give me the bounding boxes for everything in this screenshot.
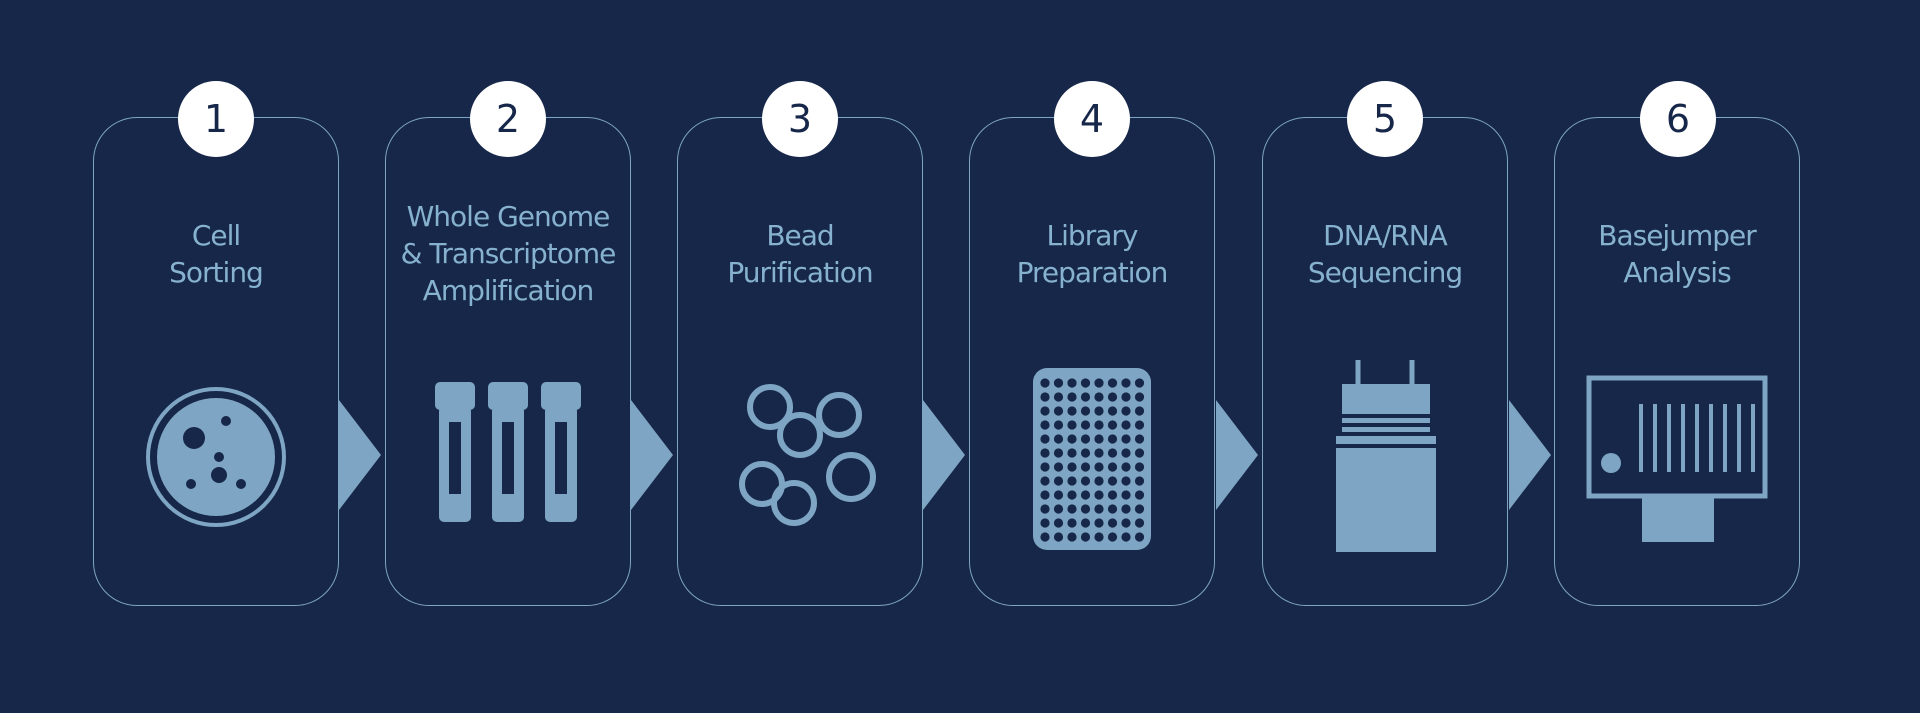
beads-icon <box>739 384 876 526</box>
step-label-3: Bead Purification <box>677 217 923 291</box>
step-label-2-line-2: & Transcriptome <box>400 237 617 270</box>
flow-arrow-2 <box>631 400 673 510</box>
step-label-3-line-2: Purification <box>727 256 873 289</box>
step-label-2-line-3: Amplification <box>422 274 595 307</box>
step-label-6-line-1: Basejumper <box>1598 219 1757 252</box>
step-label-3-line-1: Bead <box>766 219 834 252</box>
step-number-badge-2: 2 <box>470 81 546 157</box>
step-number-badge-3: 3 <box>762 81 838 157</box>
step-label-1-line-2: Sorting <box>169 256 264 289</box>
step-label-2-line-1: Whole Genome <box>406 200 611 233</box>
step-label-4-line-1: Library <box>1046 219 1139 252</box>
step-number-badge-4: 4 <box>1054 81 1130 157</box>
step-label-4: Library Preparation <box>969 217 1215 291</box>
step-label-6-line-2: Analysis <box>1623 256 1731 289</box>
step-number-badge-1: 1 <box>178 81 254 157</box>
step-number-badge-5: 5 <box>1347 81 1423 157</box>
flow-arrow-1 <box>339 400 381 510</box>
step-label-5: DNA/RNA Sequencing <box>1262 217 1508 291</box>
flow-arrow-5 <box>1509 400 1551 510</box>
flow-arrow-3 <box>923 400 965 510</box>
sequencer-icon <box>1336 360 1436 552</box>
analysis-screen-icon <box>1586 375 1768 542</box>
test-tubes-icon <box>435 382 581 522</box>
step-label-5-line-1: DNA/RNA <box>1323 219 1448 252</box>
petri-dish-icon <box>146 387 286 527</box>
flow-arrow-4 <box>1216 400 1258 510</box>
step-label-5-line-2: Sequencing <box>1307 256 1463 289</box>
step-label-1-line-1: Cell <box>191 219 241 252</box>
step-label-6: Basejumper Analysis <box>1554 217 1800 291</box>
step-label-2: Whole Genome & Transcriptome Amplificati… <box>385 198 631 309</box>
step-label-1: Cell Sorting <box>93 217 339 291</box>
step-number-badge-6: 6 <box>1640 81 1716 157</box>
well-plate-icon <box>1033 368 1151 550</box>
step-label-4-line-2: Preparation <box>1016 256 1169 289</box>
